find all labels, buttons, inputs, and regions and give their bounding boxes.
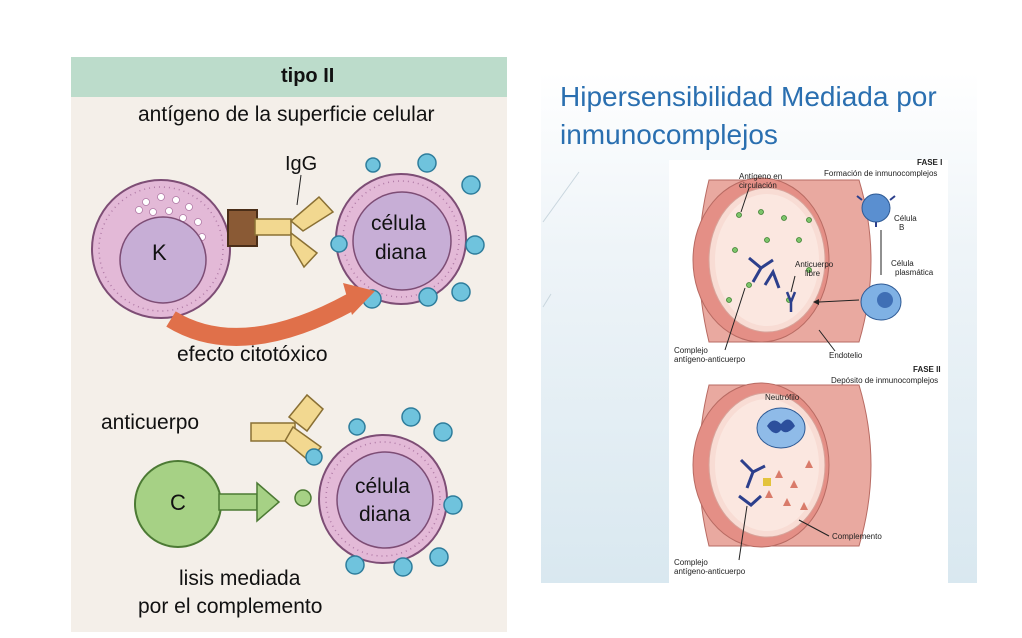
endothelium-label: Endotelio — [829, 351, 863, 360]
complex-label-2-line1: Complejo — [674, 558, 708, 567]
igg-label: IgG — [285, 153, 318, 175]
lysis-label-line1: lisis mediada — [179, 567, 301, 590]
plasma-cell-label-line1: Célula — [891, 259, 914, 268]
killer-cell — [91, 179, 231, 319]
neutrophil — [756, 407, 806, 449]
target-cell-2-line1: célula — [355, 475, 410, 498]
target-cell-1-line2: diana — [375, 241, 427, 264]
free-antibody-label-line1: Anticuerpo — [795, 260, 834, 269]
phase-2-label: FASE II — [913, 365, 941, 374]
target-cell-1 — [335, 173, 467, 305]
immune-complex-slide: Hipersensibilidad Mediada por inmunocomp… — [541, 72, 977, 583]
b-cell-label-line2: B — [899, 223, 905, 232]
neutrophil-label: Neutrófilo — [765, 393, 800, 402]
immune-complex-figure: FASE I Formación de inmunocomplejos Antí… — [669, 158, 948, 583]
complement-label: Complemento — [832, 532, 882, 541]
antigen-label-line1: Antígeno en — [739, 172, 783, 181]
vessel-phase-1 — [692, 177, 872, 343]
slide-title-line2: inmunocomplejos — [560, 119, 778, 150]
b-cell — [856, 193, 896, 227]
c-label: C — [170, 490, 186, 515]
fc-receptor — [227, 209, 258, 247]
complex-label-2-line2: antígeno-anticuerpo — [674, 567, 746, 576]
header-band — [71, 57, 507, 97]
complement-c — [134, 460, 312, 548]
antibody-label: anticuerpo — [101, 411, 200, 434]
panel-title: tipo II — [281, 65, 335, 87]
phase-1-label: FASE I — [917, 158, 943, 167]
plasma-cell — [860, 283, 902, 321]
type-ii-diagram: tipo II antígeno de la superficie celula… — [71, 57, 507, 632]
surface-antigens-1 — [330, 153, 485, 309]
vessel-illustration — [692, 177, 902, 561]
cytotoxic-effect-label: efecto citotóxico — [177, 343, 328, 366]
b-cell-label-line1: Célula — [894, 214, 917, 223]
type-ii-illustration — [91, 153, 485, 577]
k-label: K — [152, 240, 167, 265]
target-cell-2-line2: diana — [359, 503, 411, 526]
phase-2-desc: Depósito de inmunocomplejos — [831, 376, 939, 385]
phase-1-desc: Formación de inmunocomplejos — [824, 169, 938, 178]
antigen-label-line2: circulación — [739, 181, 777, 190]
surface-antigen-label: antígeno de la superficie celular — [138, 103, 435, 126]
complex-label-1-line1: Complejo — [674, 346, 708, 355]
slide-title-line1: Hipersensibilidad Mediada por — [560, 81, 937, 112]
target-cell-2 — [318, 434, 448, 564]
free-antibody-label-line2: libre — [805, 269, 821, 278]
complex-label-1-line2: antígeno-anticuerpo — [674, 355, 746, 364]
target-cell-1-line1: célula — [371, 212, 426, 235]
plasma-cell-label-line2: plasmática — [895, 268, 934, 277]
lysis-label-line2: por el complemento — [138, 595, 323, 618]
cytotoxic-arrow — [166, 294, 356, 346]
decor-lines — [542, 171, 580, 308]
surface-antigens-2 — [305, 407, 463, 577]
igg-antibody — [254, 195, 335, 269]
